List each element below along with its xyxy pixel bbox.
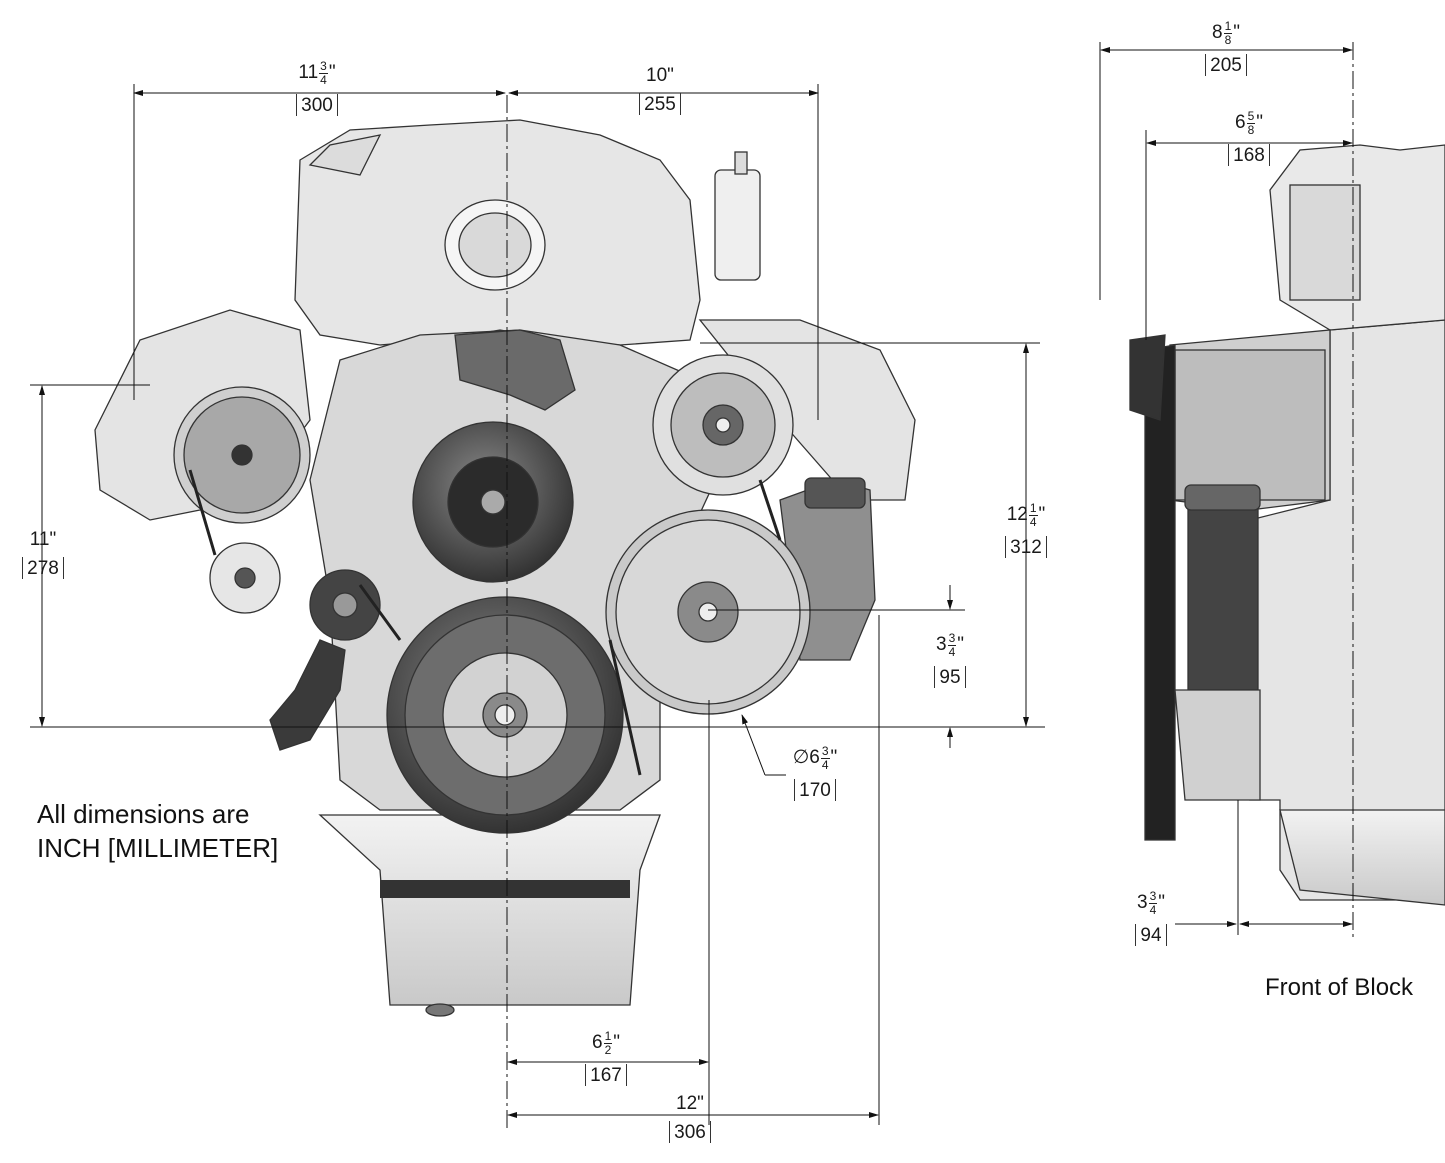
dim-left-height: 11" 278 — [8, 530, 78, 579]
units-note-line1: All dimensions are — [37, 799, 250, 829]
dimension-lines — [30, 42, 1354, 1130]
units-note-line2: INCH [MILLIMETER] — [37, 832, 279, 863]
lower-hose — [269, 639, 346, 751]
side-view-label: Front of Block — [1265, 974, 1414, 1001]
units-note: All dimensions are INCH [MILLIMETER] — [37, 798, 278, 866]
thermostat-housing — [454, 329, 576, 411]
serpentine-belt — [188, 469, 782, 776]
front-view — [94, 119, 916, 1017]
reservoir-top — [714, 169, 761, 281]
side-belt — [1144, 344, 1176, 841]
oil-pan — [318, 814, 661, 1006]
side-block — [1249, 319, 1445, 901]
dim-bottom-full: 12" 306 — [655, 1094, 725, 1143]
side-oil-pan — [1279, 809, 1445, 906]
side-reservoir — [1187, 489, 1259, 691]
side-view — [1129, 144, 1445, 906]
dim-top-right-width: 10" 255 — [625, 66, 695, 115]
